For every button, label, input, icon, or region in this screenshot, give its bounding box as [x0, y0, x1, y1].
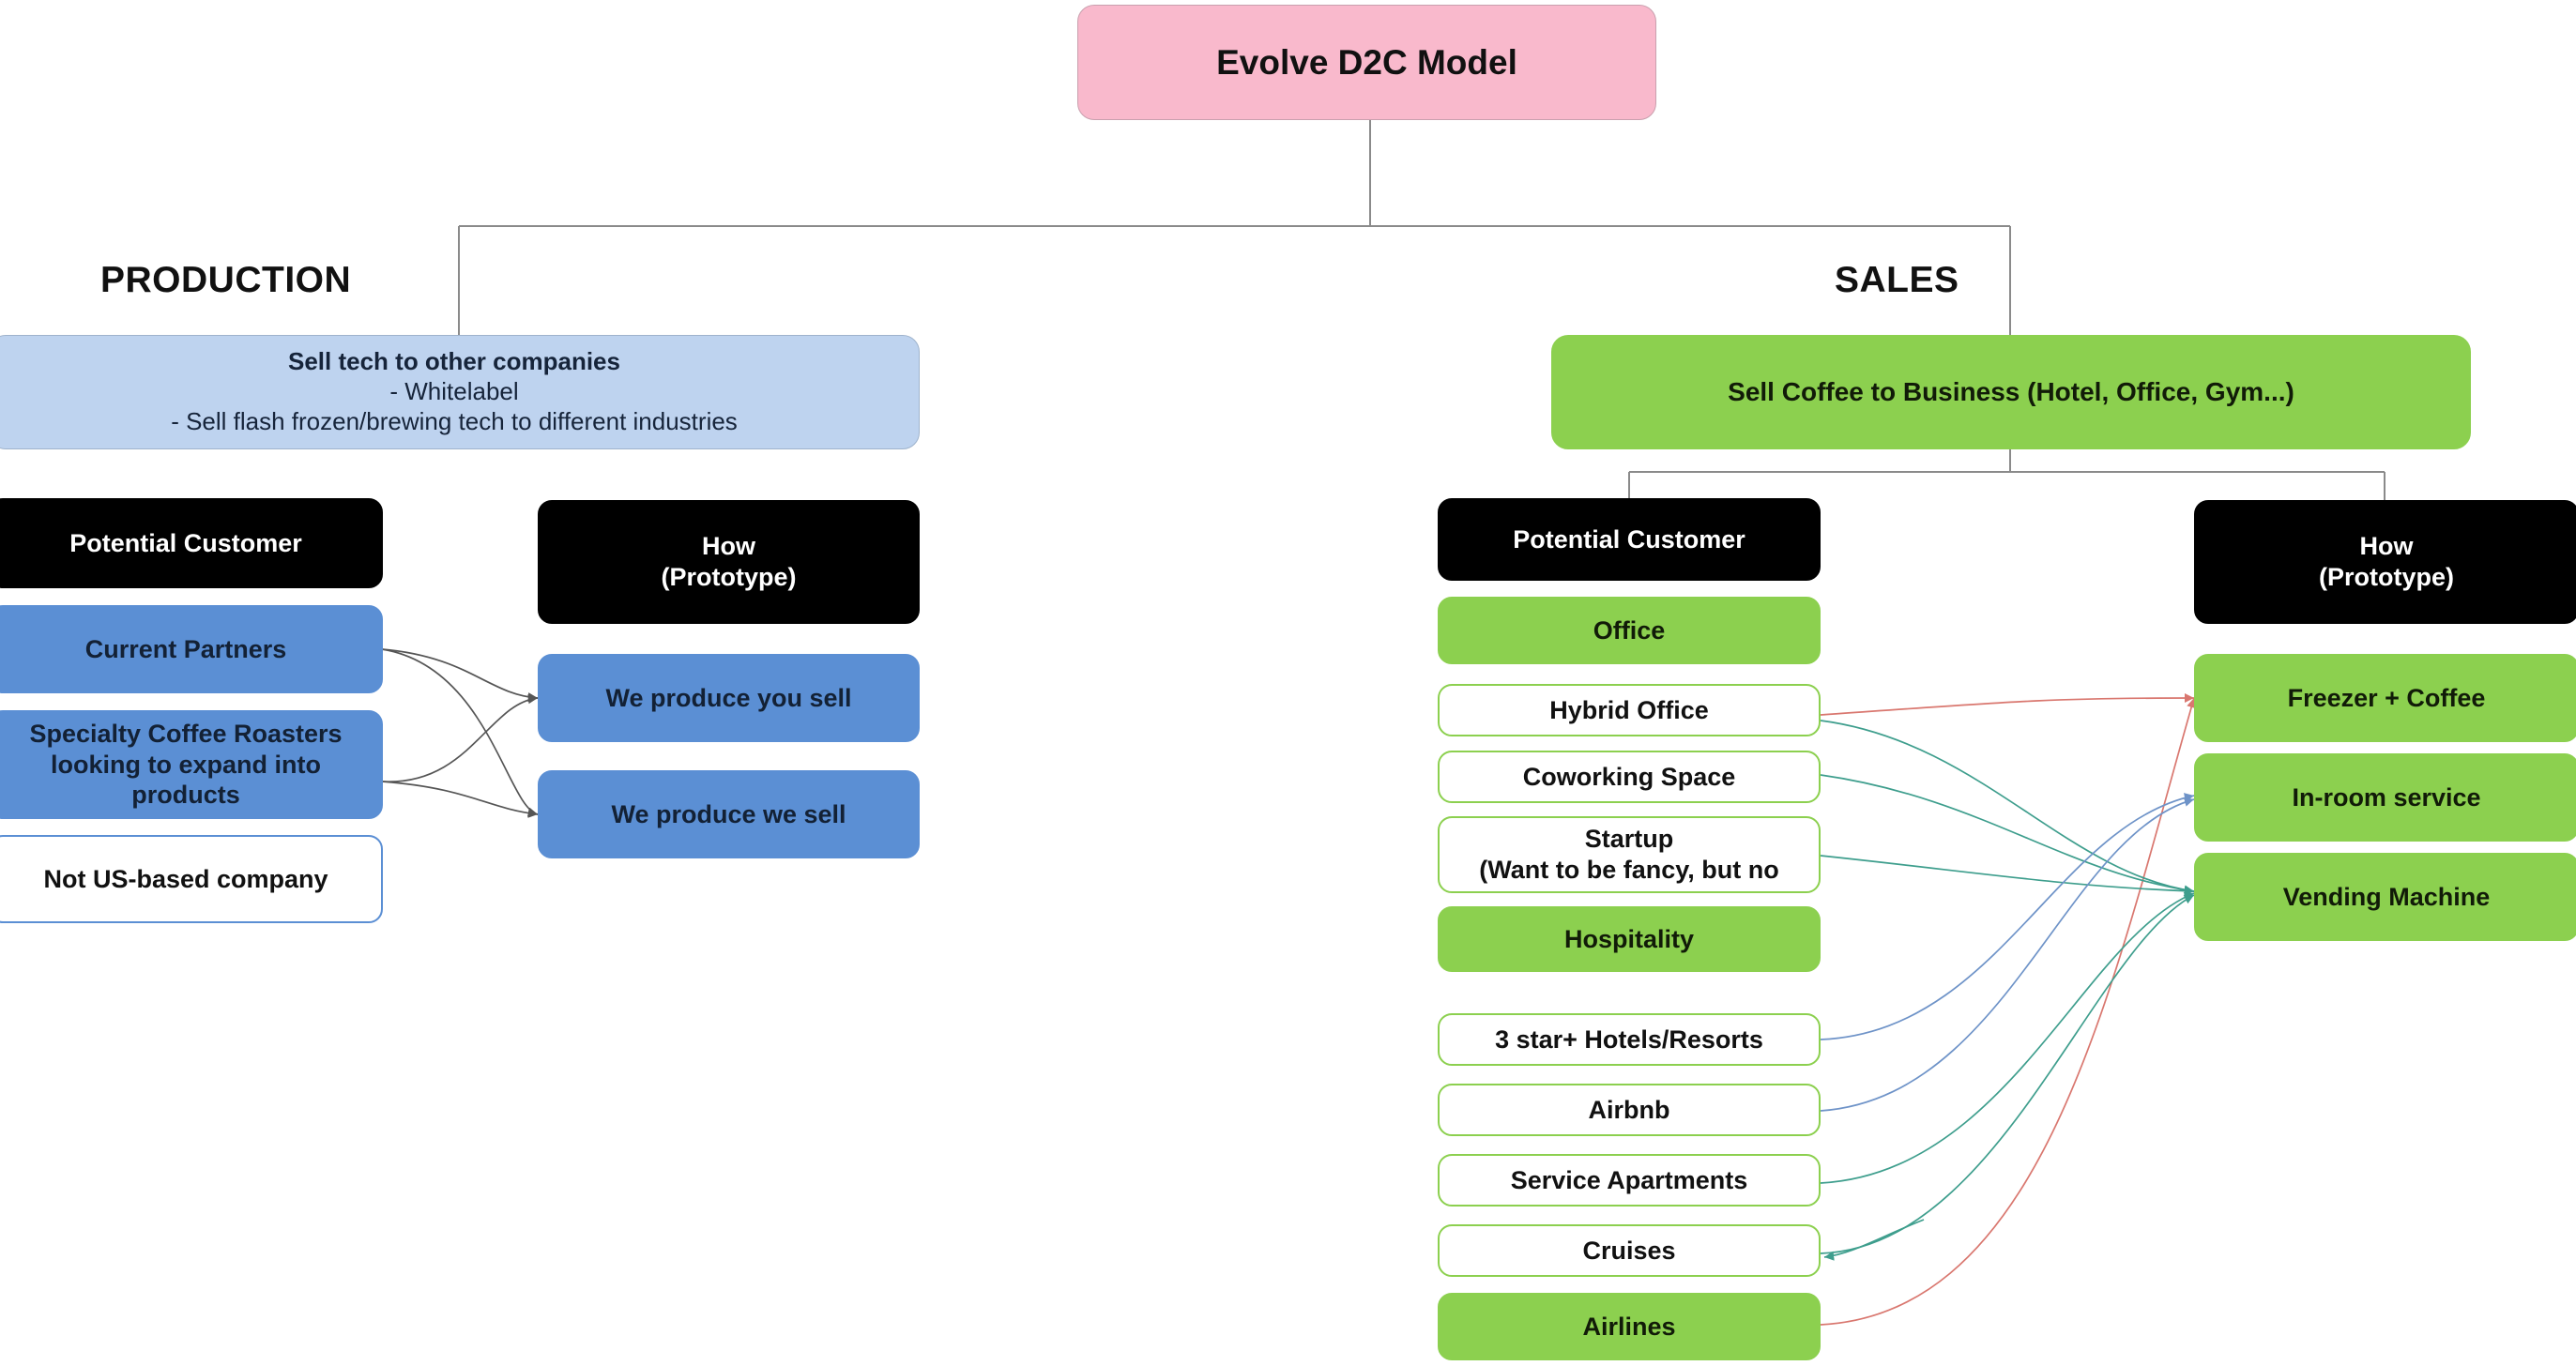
sales-customer-hotels-resorts-label: 3 star+ Hotels/Resorts — [1495, 1024, 1763, 1054]
sales-how-vending-machine[interactable]: Vending Machine — [2194, 853, 2576, 941]
production-crosslinks — [381, 648, 539, 818]
production-summary-line3: - Sell flash frozen/brewing tech to diff… — [171, 406, 738, 435]
sales-customer-startup[interactable]: Startup (Want to be fancy, but no — [1438, 816, 1821, 893]
sales-customer-service-apartments[interactable]: Service Apartments — [1438, 1154, 1821, 1207]
sales-crosslinks — [1820, 692, 2197, 1326]
production-potential-customer-header: Potential Customer — [0, 498, 383, 588]
sales-potential-customer-header: Potential Customer — [1438, 498, 1821, 581]
sales-how-header-line1: How — [2359, 532, 2414, 561]
sales-customer-office[interactable]: Office — [1438, 597, 1821, 664]
sales-customer-hospitality[interactable]: Hospitality — [1438, 906, 1821, 972]
sales-how-vending-machine-label: Vending Machine — [2282, 882, 2491, 911]
root-node[interactable]: Evolve D2C Model — [1077, 5, 1656, 120]
production-summary-line2: - Whitelabel — [389, 377, 519, 406]
sales-customer-airlines-label: Airlines — [1582, 1312, 1676, 1341]
production-how-we-produce-you-sell-label: We produce you sell — [605, 683, 852, 712]
production-caption: PRODUCTION — [100, 260, 352, 300]
sales-customer-hybrid-office-label: Hybrid Office — [1549, 695, 1709, 724]
production-summary-node[interactable]: Sell tech to other companies - Whitelabe… — [0, 335, 920, 449]
production-customer-not-us-based-label: Not US-based company — [43, 864, 328, 893]
production-customer-current-partners[interactable]: Current Partners — [0, 605, 383, 693]
production-customer-specialty-roasters[interactable]: Specialty Coffee Roasters looking to exp… — [0, 710, 383, 819]
sales-customer-hotels-resorts[interactable]: 3 star+ Hotels/Resorts — [1438, 1013, 1821, 1066]
production-potential-customer-header-label: Potential Customer — [69, 528, 302, 557]
sales-customer-hospitality-label: Hospitality — [1563, 924, 1695, 953]
production-how-we-produce-we-sell-label: We produce we sell — [611, 799, 846, 828]
sales-customer-cruises-label: Cruises — [1582, 1236, 1676, 1265]
sales-customer-cruises[interactable]: Cruises — [1438, 1224, 1821, 1277]
production-how-header-line1: How — [702, 532, 755, 561]
production-summary-title: Sell tech to other companies — [288, 347, 620, 376]
sales-customer-service-apartments-label: Service Apartments — [1510, 1165, 1748, 1194]
sales-potential-customer-header-label: Potential Customer — [1513, 524, 1745, 554]
sales-how-header-line2: (Prototype) — [2319, 563, 2454, 591]
sales-customer-airbnb[interactable]: Airbnb — [1438, 1084, 1821, 1136]
sales-customer-coworking-space-label: Coworking Space — [1522, 762, 1736, 791]
sales-column-connectors — [1628, 448, 2385, 500]
sales-customer-startup-note: (Want to be fancy, but no — [1479, 856, 1779, 884]
sales-how-in-room-service[interactable]: In-room service — [2194, 753, 2576, 842]
sales-summary-title: Sell Coffee to Business (Hotel, Office, … — [1728, 376, 2294, 406]
sales-summary-node[interactable]: Sell Coffee to Business (Hotel, Office, … — [1551, 335, 2471, 449]
sales-customer-airbnb-label: Airbnb — [1588, 1095, 1670, 1124]
production-how-header-line2: (Prototype) — [661, 563, 797, 591]
production-how-header: How (Prototype) — [538, 500, 920, 624]
sales-customer-coworking-space[interactable]: Coworking Space — [1438, 751, 1821, 803]
sales-customer-startup-label: Startup — [1584, 825, 1674, 854]
production-how-we-produce-we-sell[interactable]: We produce we sell — [538, 770, 920, 858]
sales-customer-airlines[interactable]: Airlines — [1438, 1293, 1821, 1360]
root-branch-connectors — [458, 120, 2011, 335]
production-customer-current-partners-label: Current Partners — [84, 634, 287, 663]
sales-caption: SALES — [1835, 260, 1959, 300]
root-node-label: Evolve D2C Model — [1216, 42, 1517, 82]
production-how-we-produce-you-sell[interactable]: We produce you sell — [538, 654, 920, 742]
sales-how-in-room-service-label: In-room service — [2292, 782, 2481, 812]
sales-how-freezer-coffee[interactable]: Freezer + Coffee — [2194, 654, 2576, 742]
production-customer-not-us-based[interactable]: Not US-based company — [0, 835, 383, 923]
sales-how-header: How (Prototype) — [2194, 500, 2576, 624]
sales-customer-hybrid-office[interactable]: Hybrid Office — [1438, 684, 1821, 736]
production-customer-specialty-roasters-label: Specialty Coffee Roasters looking to exp… — [29, 719, 343, 810]
sales-how-freezer-coffee-label: Freezer + Coffee — [2287, 683, 2486, 712]
sales-customer-office-label: Office — [1593, 615, 1666, 645]
